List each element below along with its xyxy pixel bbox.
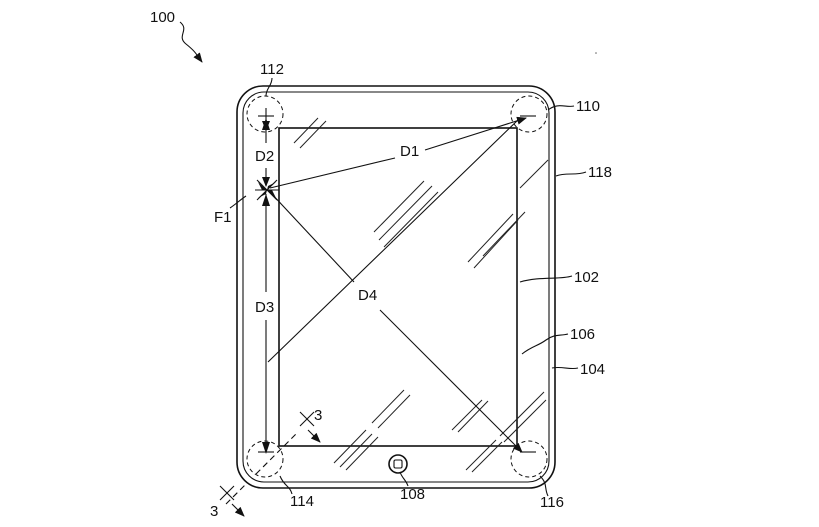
corner-circle-110 [510,95,548,133]
ref-110: 110 [576,98,600,115]
dimension-d3 [262,194,270,454]
section-label-3-top: 3 [314,407,322,424]
label-d2: D2 [255,148,274,165]
section-line-3-3 [219,411,321,517]
leader-lines [179,21,587,497]
ref-112: 112 [260,61,284,78]
dimension-d4 [269,191,523,453]
home-button [388,454,408,474]
corner-circle-116 [510,440,548,478]
ref-108: 108 [400,486,425,503]
label-d3: D3 [255,299,274,316]
ref-104: 104 [580,361,605,378]
corner-circle-112 [246,95,284,133]
device-housing [236,85,556,489]
ref-114: 114 [290,493,314,510]
ref-100: 100 [150,9,175,26]
display-screen [278,127,518,447]
ref-106: 106 [570,326,595,343]
ref-102: 102 [574,269,599,286]
corner-circle-114 [246,440,284,478]
corner-ticks [258,108,536,453]
glare-lines [293,117,549,473]
diagonal-line [267,117,521,363]
label-f1: F1 [214,209,232,226]
ref-118: 118 [588,164,612,181]
label-d4: D4 [358,287,377,304]
stray-mark [595,52,597,54]
section-label-3-bottom: 3 [210,503,218,520]
label-d1: D1 [400,143,419,160]
dimension-d2 [262,118,270,187]
dimension-d1 [269,116,527,189]
ref-116: 116 [540,494,564,511]
